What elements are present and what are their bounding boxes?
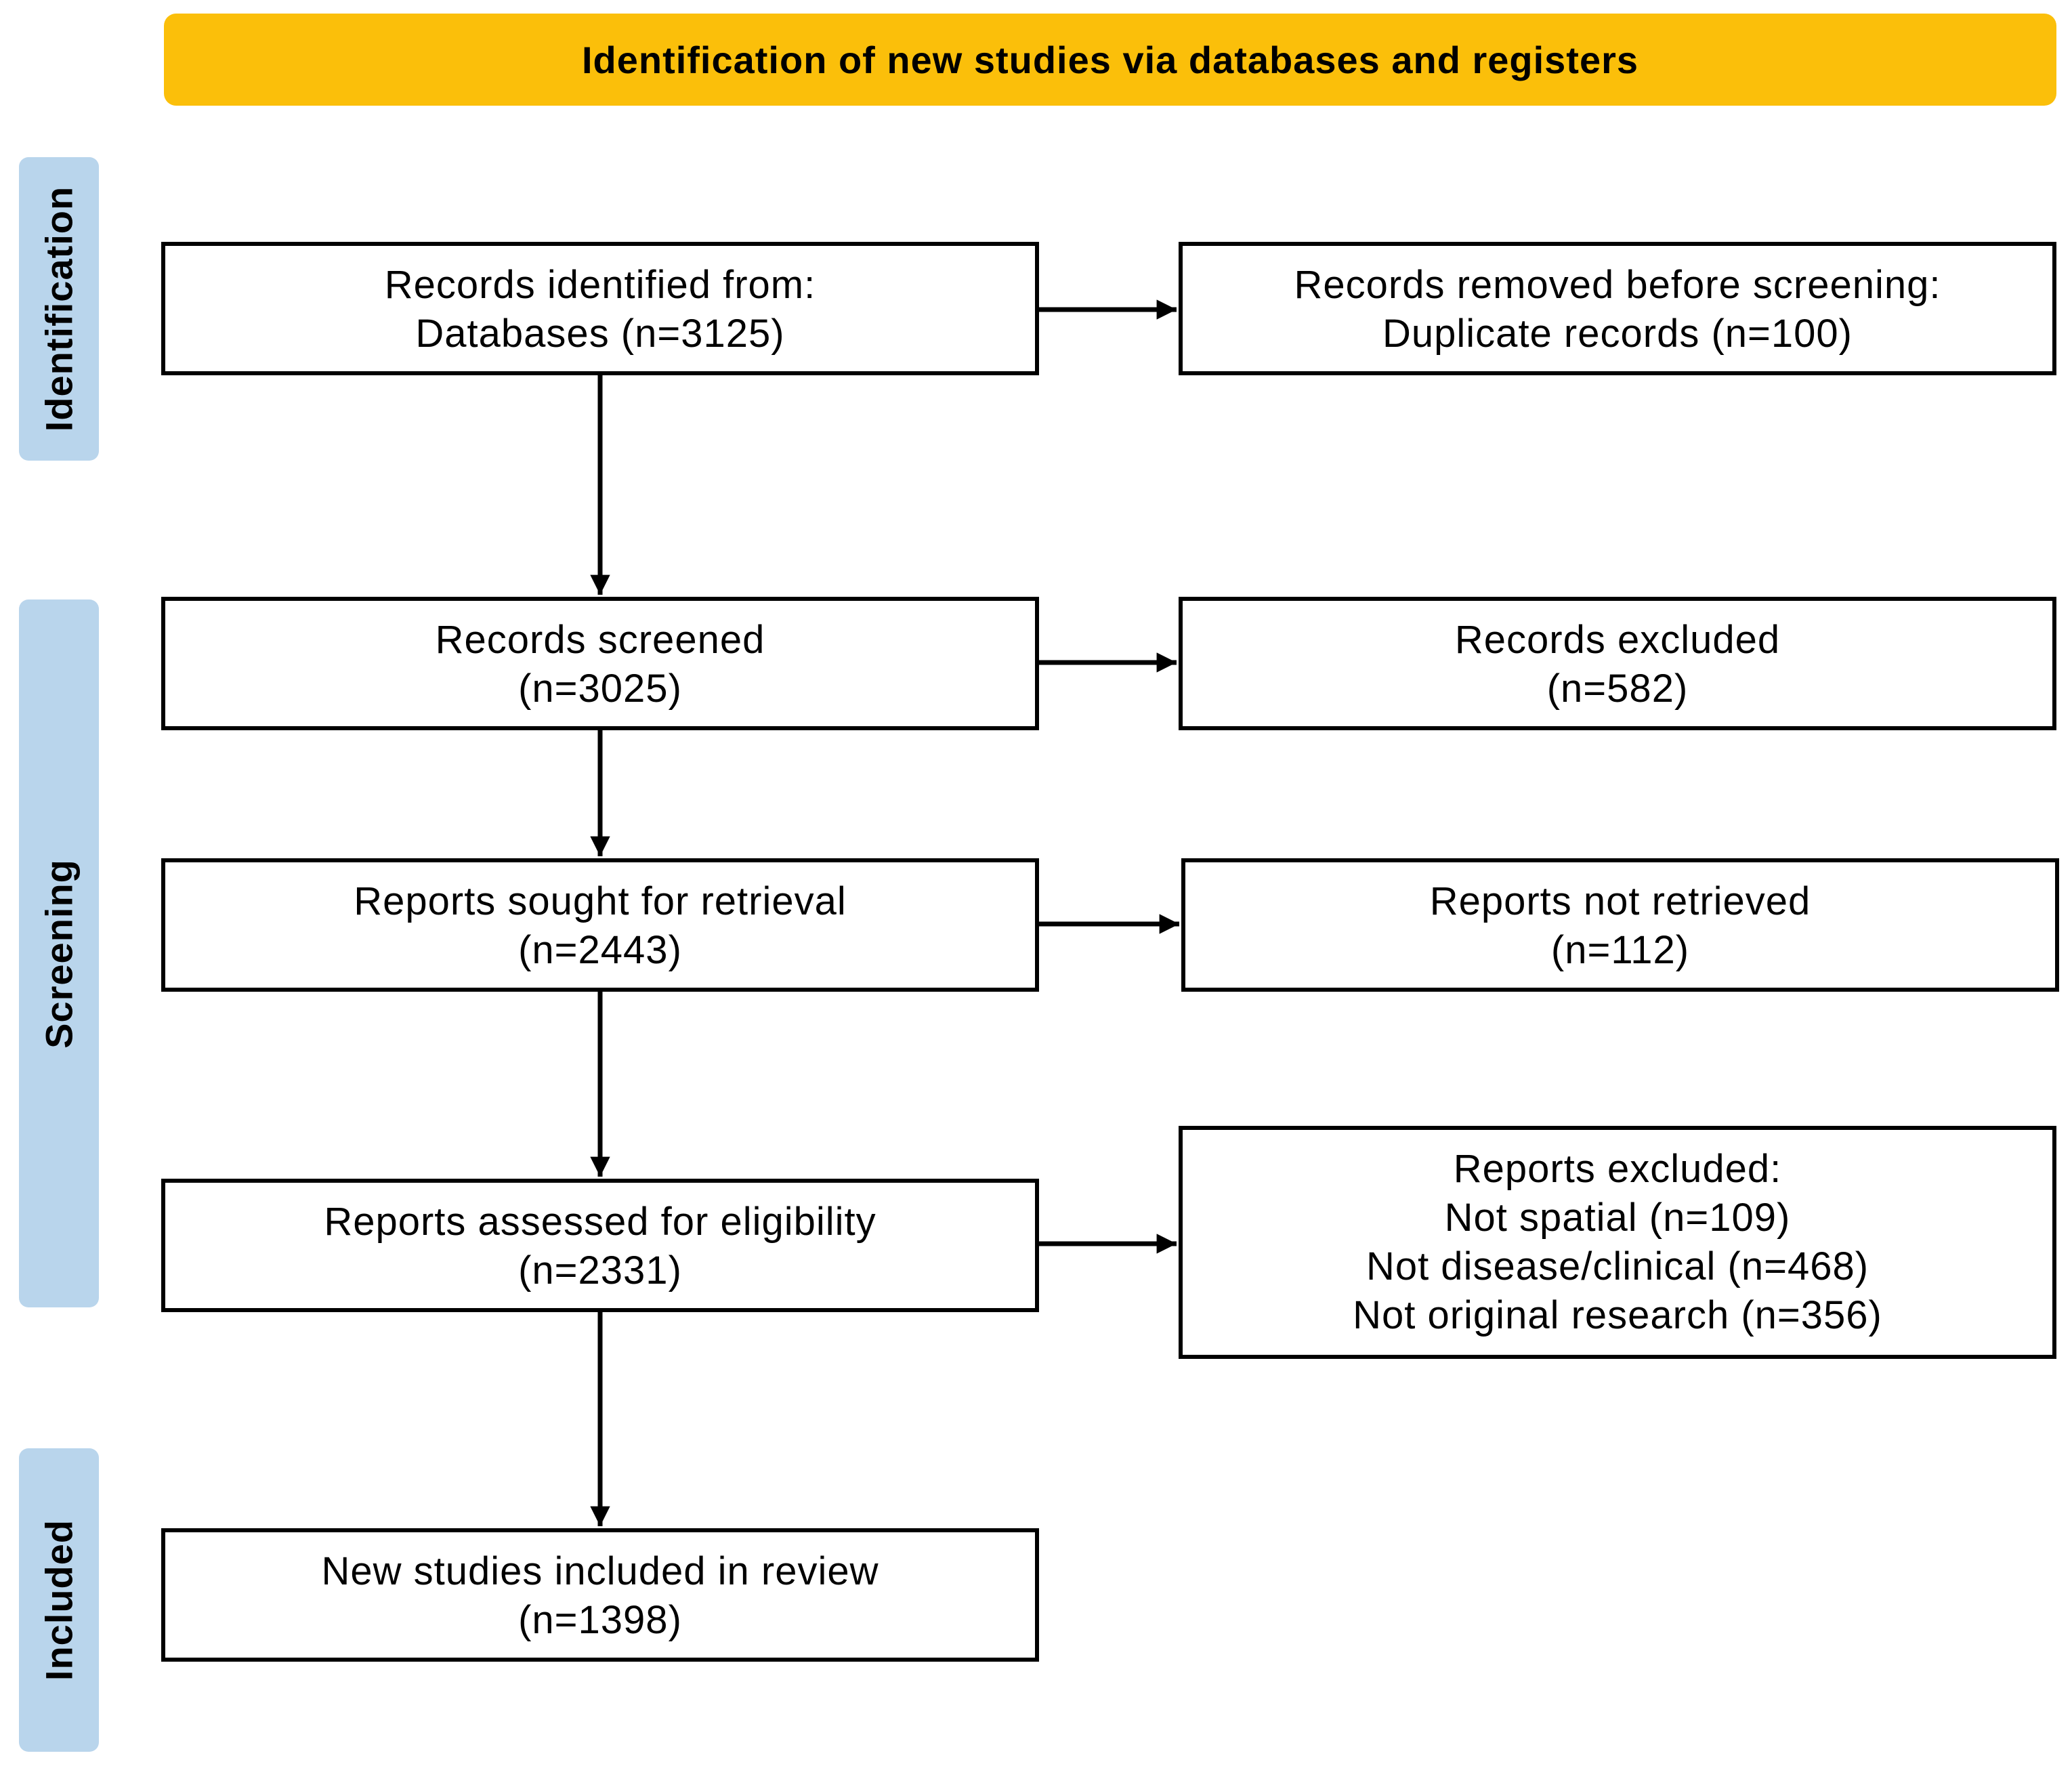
- records-identified-line2: Databases (n=3125): [415, 312, 785, 356]
- phase-identification-label: Identification: [37, 186, 81, 432]
- studies-included-box: New studies included in review (n=1398): [161, 1528, 1039, 1662]
- reports-excluded-line3: Not disease/clinical (n=468): [1366, 1244, 1869, 1288]
- phase-included-label: Included: [37, 1519, 81, 1681]
- records-removed-line2: Duplicate records (n=100): [1382, 312, 1853, 356]
- phase-screening-label: Screening: [37, 858, 81, 1049]
- records-excluded-line2: (n=582): [1546, 667, 1689, 711]
- records-excluded-box: Records excluded (n=582): [1179, 597, 2056, 730]
- reports-assessed-box: Reports assessed for eligibility (n=2331…: [161, 1179, 1039, 1312]
- records-screened-box: Records screened (n=3025): [161, 597, 1039, 730]
- reports-not-retrieved-line1: Reports not retrieved: [1429, 879, 1811, 923]
- records-identified-box: Records identified from: Databases (n=31…: [161, 242, 1039, 375]
- phase-included: Included: [19, 1448, 99, 1752]
- reports-not-retrieved-line2: (n=112): [1550, 928, 1690, 972]
- header-title: Identification of new studies via databa…: [581, 38, 1639, 81]
- reports-assessed-line2: (n=2331): [518, 1248, 682, 1292]
- records-screened-line2: (n=3025): [518, 667, 682, 711]
- reports-assessed-line1: Reports assessed for eligibility: [324, 1200, 876, 1244]
- reports-excluded-line1: Reports excluded:: [1453, 1147, 1782, 1191]
- reports-sought-box: Reports sought for retrieval (n=2443): [161, 858, 1039, 992]
- records-identified-line1: Records identified from:: [384, 263, 816, 307]
- reports-not-retrieved-box: Reports not retrieved (n=112): [1181, 858, 2059, 992]
- reports-sought-line1: Reports sought for retrieval: [354, 879, 847, 923]
- reports-sought-line2: (n=2443): [518, 928, 682, 972]
- records-excluded-line1: Records excluded: [1454, 618, 1781, 662]
- reports-excluded-line2: Not spatial (n=109): [1444, 1196, 1791, 1240]
- phase-screening: Screening: [19, 600, 99, 1307]
- diagram-header: Identification of new studies via databa…: [164, 14, 2056, 106]
- reports-excluded-box: Reports excluded: Not spatial (n=109) No…: [1179, 1126, 2056, 1359]
- studies-included-line2: (n=1398): [518, 1598, 682, 1642]
- phase-identification: Identification: [19, 157, 99, 461]
- records-removed-line1: Records removed before screening:: [1294, 263, 1941, 307]
- reports-excluded-line4: Not original research (n=356): [1353, 1293, 1882, 1337]
- records-screened-line1: Records screened: [435, 618, 765, 662]
- records-removed-box: Records removed before screening: Duplic…: [1179, 242, 2056, 375]
- studies-included-line1: New studies included in review: [321, 1549, 879, 1593]
